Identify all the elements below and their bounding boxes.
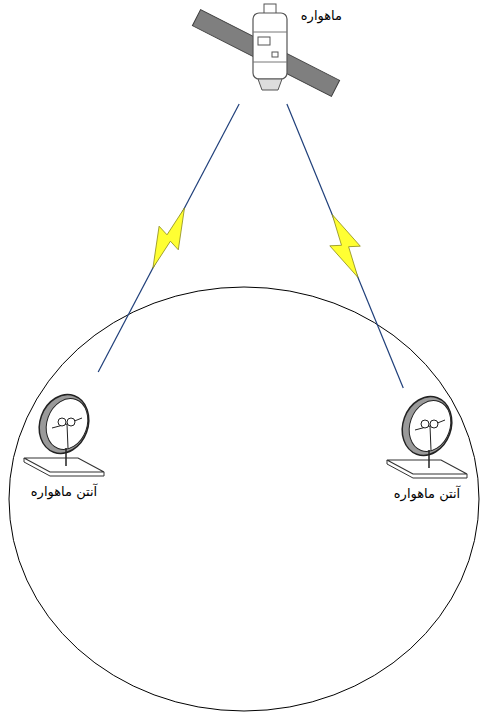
dish-rim xyxy=(394,390,460,463)
dish-rim xyxy=(31,388,97,461)
dish-post xyxy=(428,450,430,468)
dish-base-edge xyxy=(387,460,467,478)
dish-face xyxy=(402,395,457,458)
dish-feed xyxy=(67,418,75,426)
link-line xyxy=(98,104,239,372)
dish-strut xyxy=(430,426,431,450)
body-band xyxy=(253,32,287,33)
dish-base xyxy=(24,458,104,472)
satellite-node: ماهواره xyxy=(186,2,346,104)
dish-face xyxy=(39,393,94,456)
body-window xyxy=(272,52,278,57)
dish-feed xyxy=(58,418,66,426)
antenna-label: آنتن ماهواره xyxy=(394,486,460,502)
radio-link xyxy=(287,104,403,388)
dish-base xyxy=(387,460,467,474)
satellite-nozzle xyxy=(258,79,282,90)
dish-icon xyxy=(376,388,478,480)
body-window xyxy=(258,37,270,45)
dish-strut xyxy=(67,424,68,448)
antenna-label: آنتن ماهواره xyxy=(31,484,97,500)
dish-feed xyxy=(421,420,429,428)
satellite-label: ماهواره xyxy=(299,8,344,24)
link-line xyxy=(287,104,403,388)
satellite-body xyxy=(253,13,287,79)
lightning-bolt xyxy=(330,215,361,278)
dish-base-edge xyxy=(24,458,104,476)
body-band xyxy=(253,62,287,63)
lightning-bolt xyxy=(153,208,185,268)
antenna-node: آنتن ماهواره xyxy=(376,388,478,504)
dish-feed xyxy=(430,420,438,428)
earth-circle xyxy=(9,287,479,711)
dish-icon xyxy=(12,372,116,478)
radio-link xyxy=(98,104,239,372)
antenna-node: آنتن ماهواره xyxy=(12,372,116,502)
dish-post xyxy=(65,448,67,466)
